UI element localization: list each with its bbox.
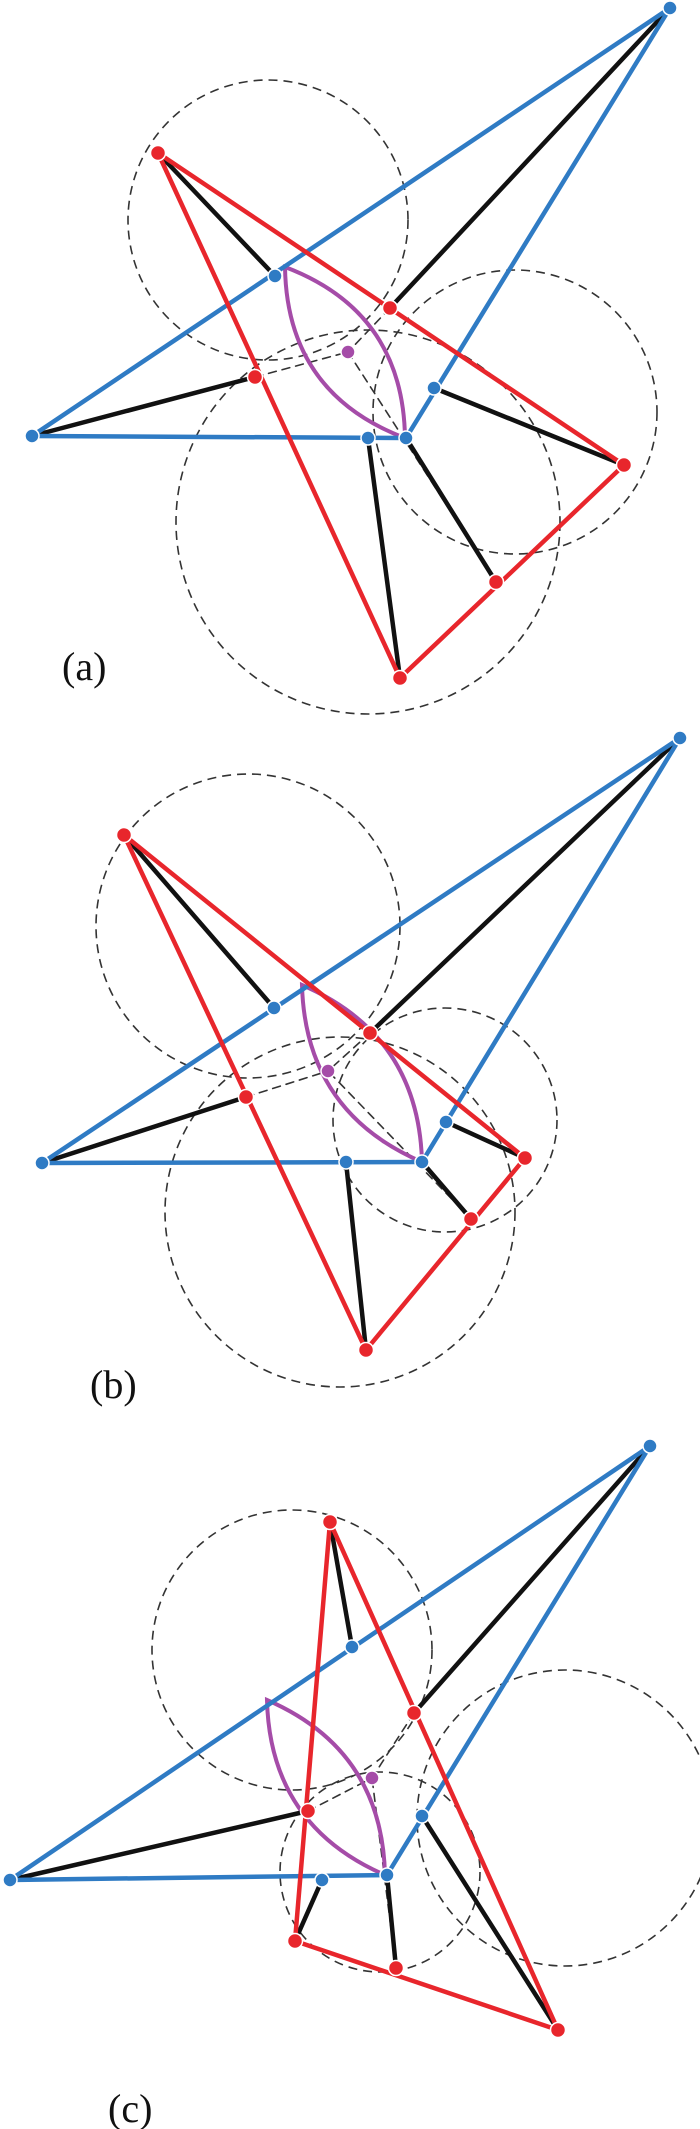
panel-a bbox=[24, 0, 678, 715]
purple-center-point bbox=[320, 1063, 336, 1079]
blue-edge-0 bbox=[39, 735, 683, 1166]
blue-edge-2 bbox=[29, 433, 409, 441]
blue-point-5 bbox=[414, 1154, 430, 1170]
blue-point-2 bbox=[267, 268, 283, 284]
panel-b bbox=[34, 730, 688, 1388]
red-point-0 bbox=[149, 144, 167, 162]
black-edge-3 bbox=[403, 435, 499, 585]
dashed-connector-1 bbox=[371, 1712, 415, 1779]
black-edge-2 bbox=[29, 374, 258, 439]
blue-edge-2 bbox=[39, 1159, 425, 1166]
dashed-circle-0 bbox=[151, 1509, 433, 1791]
purple-center-point bbox=[364, 1770, 380, 1786]
red-edge-1 bbox=[292, 1519, 333, 1944]
dashed-connector-0 bbox=[245, 1070, 329, 1098]
black-edge-4 bbox=[343, 1159, 369, 1353]
blue-point-4 bbox=[360, 430, 376, 446]
blue-point-0 bbox=[2, 1872, 18, 1888]
panel-b-label: (b) bbox=[90, 1362, 137, 1407]
blue-point-4 bbox=[338, 1154, 354, 1170]
red-point-2 bbox=[391, 669, 409, 687]
blue-edge-2 bbox=[7, 1872, 390, 1883]
red-point-4 bbox=[405, 1704, 423, 1722]
dashed-circle-0 bbox=[95, 773, 401, 1079]
black-edge-3 bbox=[384, 1872, 399, 1971]
red-point-5 bbox=[487, 573, 505, 591]
red-point-1 bbox=[549, 2021, 567, 2039]
red-point-2 bbox=[357, 1341, 375, 1359]
red-point-5 bbox=[462, 1210, 480, 1228]
black-edge-3 bbox=[419, 1159, 474, 1222]
red-point-5 bbox=[387, 1959, 405, 1977]
blue-point-2 bbox=[266, 1000, 282, 1016]
dashed-connector-0 bbox=[254, 351, 349, 378]
black-edge-1 bbox=[411, 1443, 653, 1716]
blue-point-1 bbox=[642, 1438, 658, 1454]
red-point-3 bbox=[299, 1802, 317, 1820]
red-point-0 bbox=[115, 826, 133, 844]
dashed-circle-1 bbox=[372, 269, 658, 555]
black-edge-2 bbox=[7, 1808, 311, 1883]
dashed-circle-1 bbox=[416, 1669, 700, 1967]
black-edge-1 bbox=[387, 5, 673, 311]
dashed-connector-1 bbox=[347, 307, 391, 353]
red-edge-0 bbox=[327, 1519, 561, 2033]
dashed-circle-1 bbox=[332, 1007, 558, 1233]
blue-point-5 bbox=[398, 430, 414, 446]
blue-edge-1 bbox=[419, 735, 683, 1165]
black-edge-4 bbox=[365, 435, 403, 681]
blue-point-0 bbox=[24, 428, 40, 444]
red-point-2 bbox=[286, 1932, 304, 1950]
blue-point-3 bbox=[414, 1808, 430, 1824]
red-point-0 bbox=[321, 1513, 339, 1531]
blue-point-0 bbox=[34, 1155, 50, 1171]
black-edge-1 bbox=[367, 735, 683, 1036]
blue-point-3 bbox=[438, 1114, 454, 1130]
black-edge-5 bbox=[443, 1119, 528, 1161]
black-edge-2 bbox=[39, 1094, 249, 1166]
black-edge-5 bbox=[431, 385, 627, 468]
red-point-1 bbox=[615, 456, 633, 474]
red-point-4 bbox=[381, 299, 399, 317]
red-point-1 bbox=[516, 1149, 534, 1167]
dashed-circle-2 bbox=[175, 329, 561, 715]
red-edge-2 bbox=[292, 1938, 561, 2033]
black-edge-0 bbox=[155, 150, 278, 279]
red-point-4 bbox=[361, 1024, 379, 1042]
blue-edge-0 bbox=[7, 1443, 653, 1883]
red-point-3 bbox=[246, 368, 264, 386]
blue-point-3 bbox=[426, 380, 442, 396]
blue-edge-1 bbox=[384, 1443, 653, 1878]
blue-point-1 bbox=[672, 730, 688, 746]
dashed-circle-0 bbox=[127, 79, 409, 361]
black-edge-4 bbox=[292, 1877, 325, 1944]
black-edge-0 bbox=[121, 832, 277, 1011]
blue-point-5 bbox=[379, 1867, 395, 1883]
red-edge-1 bbox=[155, 150, 403, 681]
panel-a-label: (a) bbox=[62, 644, 106, 689]
blue-point-1 bbox=[662, 0, 678, 16]
red-edge-2 bbox=[363, 1155, 528, 1353]
black-edge-0 bbox=[327, 1519, 355, 1650]
dashed-connector-1 bbox=[327, 1032, 371, 1072]
red-edge-2 bbox=[397, 462, 627, 681]
dashed-circle-2 bbox=[164, 1036, 516, 1388]
blue-point-4 bbox=[314, 1872, 330, 1888]
red-point-3 bbox=[237, 1088, 255, 1106]
purple-center-point bbox=[340, 344, 356, 360]
panel-c bbox=[2, 1438, 700, 2039]
blue-point-2 bbox=[344, 1639, 360, 1655]
black-edge-5 bbox=[419, 1813, 561, 2033]
panel-c-label: (c) bbox=[108, 2086, 152, 2129]
blue-edge-0 bbox=[29, 5, 673, 439]
red-edge-0 bbox=[121, 832, 528, 1161]
blue-edge-1 bbox=[403, 5, 673, 441]
